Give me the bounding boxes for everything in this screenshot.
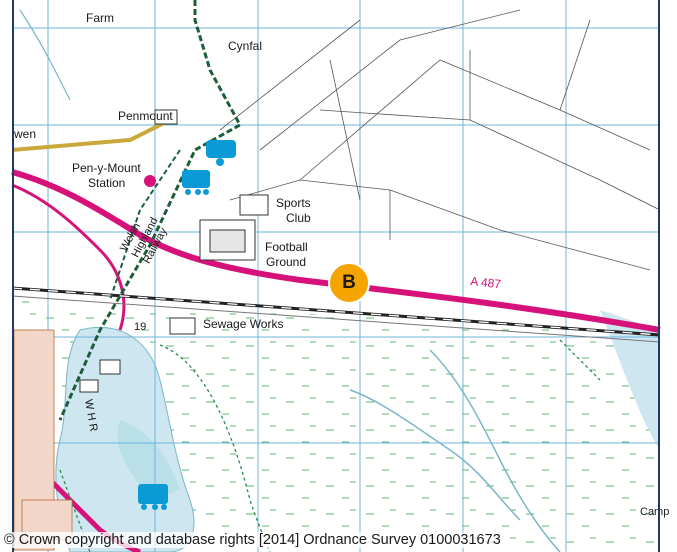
caravan-site-icon [206,140,236,166]
location-marker-b: B [328,262,370,304]
station-icon [144,175,156,187]
minor-road [11,118,171,152]
label-station-name: Pen-y-Mount [72,161,141,175]
label-sports: Sports [276,196,311,210]
label-wen: wen [13,127,36,141]
label-football: Football [265,240,308,254]
label-railway: Welsh Highland Railway [118,216,170,266]
steam-train-icon [182,170,210,195]
settlement [13,329,73,551]
label-sewage: Sewage Works [203,317,283,331]
field-boundaries [219,9,661,271]
steam-train-icon [138,484,168,510]
label-station: Station [88,176,125,190]
label-ground: Ground [266,255,306,269]
label-penmount: Penmount [118,109,173,123]
label-farm: Farm [86,11,114,25]
label-cynfal: Cynfal [228,39,262,53]
welsh-highland-railway [58,0,243,421]
main-railway [11,286,661,343]
label-whr: W H R [82,398,99,432]
buildings [79,109,269,393]
label-spot-height: 19 [134,321,146,333]
label-camp: Camp [640,506,669,518]
copyright-notice: © Crown copyright and database rights [2… [2,532,503,548]
a487-road [11,169,661,333]
svg-text:W H R: W H R [82,398,99,432]
label-road: A 487 [470,274,502,291]
label-club: Club [286,211,311,225]
